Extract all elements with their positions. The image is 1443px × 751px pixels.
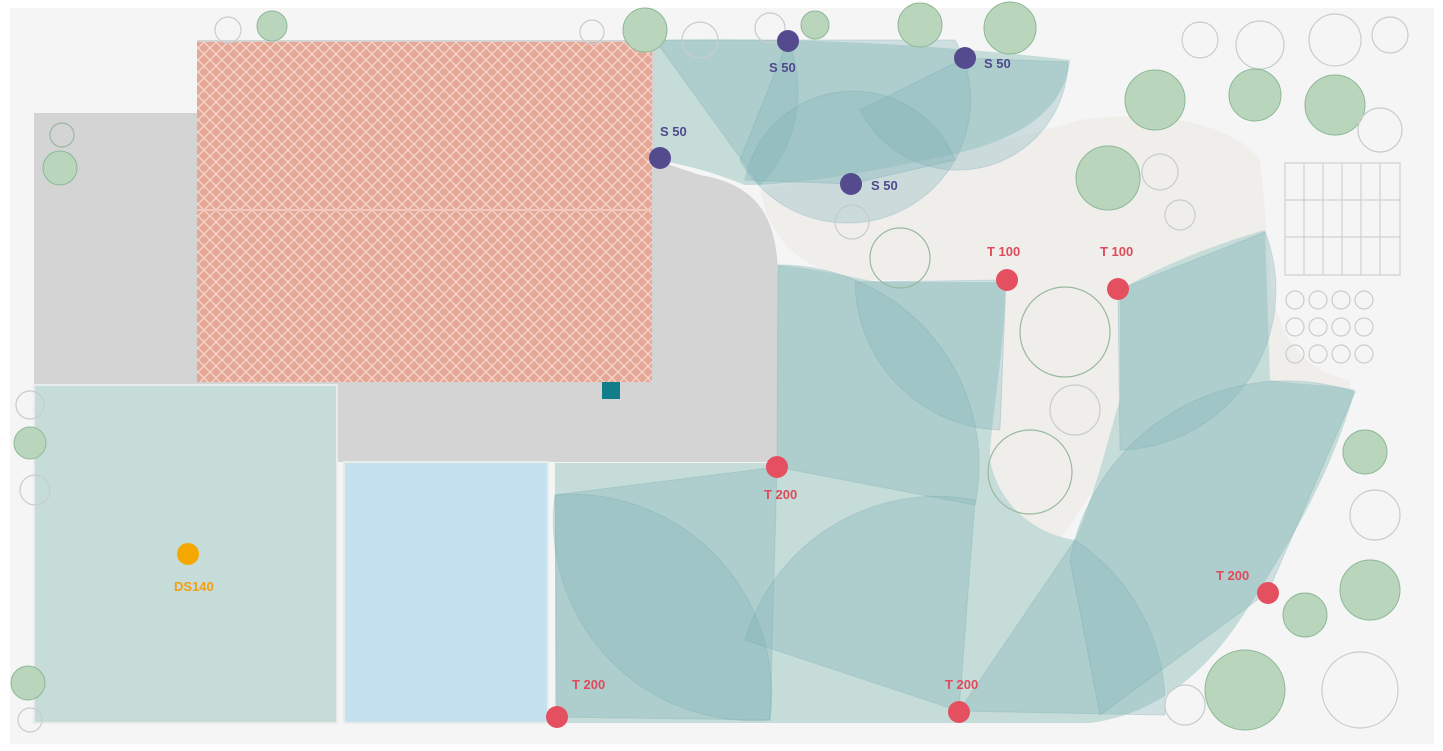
sprinkler-label: T 200 [1216,568,1249,583]
raised-beds [1284,162,1401,276]
tree-icon [1304,74,1366,136]
tree-icon [1228,68,1282,122]
sprinkler-label: T 200 [764,487,797,502]
tree-icon [897,2,943,48]
shrub-icon [1285,317,1305,337]
spray-zone [552,466,778,722]
shrub-icon [579,19,605,45]
shrub-icon [1164,684,1206,726]
sprinkler-label: S 50 [660,124,687,139]
sprinkler-label: DS140 [174,579,214,594]
tree-icon [1339,559,1401,621]
shrub-icon [1308,344,1328,364]
spray-zone [1117,231,1277,451]
sprinkler-head-icon[interactable] [649,147,671,169]
tree-icon [1124,69,1186,131]
house-roof [197,42,652,382]
spray-zone [744,90,956,185]
sprinkler-head-icon[interactable] [766,456,788,478]
shrub-icon [1308,317,1328,337]
tree-icon [983,1,1037,55]
spray-zone [654,39,799,186]
shrub-icon [1349,489,1401,541]
shrub-icon [834,204,870,240]
tree-icon [13,426,47,460]
garden-path [760,116,1350,541]
tree-icon [256,10,288,42]
tree-icon [42,150,78,186]
shrub-icon [1331,290,1351,310]
tree-icon [987,429,1073,515]
lawn-top [655,39,1070,185]
shrub-icon [15,390,45,420]
shrub-icon [681,21,719,59]
shrub-icon [1308,13,1362,67]
tree-icon [869,227,931,289]
sprinkler-label: T 100 [987,244,1020,259]
shrub-icon [754,12,786,44]
sprinkler-head-icon[interactable] [1107,278,1129,300]
sprinkler-label: S 50 [871,178,898,193]
sprinkler-head-icon[interactable] [546,706,568,728]
sprinkler-head-icon[interactable] [177,543,199,565]
sprinklers: S 50 S 50 S 50 S 50 T 100 T 100 T 200 T 200 T 20… [174,30,1279,728]
shrub-icon [214,16,242,44]
lawn-right [555,230,1355,723]
shrub-icon [1354,344,1374,364]
tree-icon [1204,649,1286,731]
spray-zone [744,495,976,712]
spray-zone [859,57,1069,171]
sprinkler-label: S 50 [984,56,1011,71]
vegetation [10,1,1409,733]
sprinkler-label: S 50 [769,60,796,75]
shrub-icon [1049,384,1101,436]
tree-icon [1075,145,1141,211]
shrub-icon [1331,344,1351,364]
pool [343,461,549,724]
sprinkler-head-icon[interactable] [996,269,1018,291]
tree-icon [1282,592,1328,638]
sprinkler-head-icon[interactable] [1257,582,1279,604]
sprinkler-label: T 100 [1100,244,1133,259]
shrub-icon [1308,290,1328,310]
shrub-icon [1371,16,1409,54]
spray-zone [958,539,1166,716]
shrub-icon [1321,651,1399,729]
shrub-rows [1285,290,1374,364]
sprinkler-head-icon[interactable] [954,47,976,69]
tree-icon [622,7,668,53]
tree-icon [1342,429,1388,475]
spray-zone [854,279,1007,431]
shrub-icon [1285,290,1305,310]
shrub-icon [1164,199,1196,231]
shrub-icon [19,474,51,506]
shrub-icon [1181,21,1219,59]
shrub-icon [1354,290,1374,310]
sprinkler-label: T 200 [572,677,605,692]
shrub-icon [1331,317,1351,337]
spray-zone [739,39,972,224]
spray-zone [776,264,980,506]
sprinkler-head-icon[interactable] [948,701,970,723]
spray-zones [552,39,1356,722]
irrigation-controller-icon[interactable] [602,382,620,399]
tree-icon [1019,286,1111,378]
shrub-icon [17,707,43,733]
tree-icon [49,122,75,148]
spray-zone [554,493,773,721]
spray-zone [1069,380,1356,716]
shrub-icon [1141,153,1179,191]
tree-icon [800,10,830,40]
tree-icon [10,665,46,701]
sprinkler-label: T 200 [945,677,978,692]
shrub-icon [1357,107,1403,153]
shrub-icon [1354,317,1374,337]
sprinkler-head-icon[interactable] [840,173,862,195]
shrub-icon [1285,344,1305,364]
sprinkler-head-icon[interactable] [777,30,799,52]
